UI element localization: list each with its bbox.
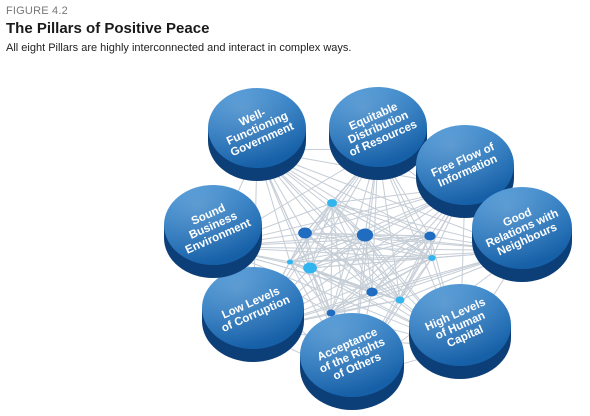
network-node xyxy=(428,255,436,261)
network-node xyxy=(326,309,336,317)
network-line xyxy=(330,257,433,314)
pillar-disc-highlight xyxy=(416,125,514,205)
pillar-well-functioning-government: Well-FunctioningGovernment xyxy=(208,88,306,181)
pillar-disc-highlight xyxy=(208,88,306,168)
pillar-equitable-distribution-of-resources: EquitableDistributionof Resources xyxy=(329,87,427,180)
pillar-disc-highlight xyxy=(300,313,404,397)
network-line xyxy=(330,299,401,314)
pillar-disc-highlight xyxy=(472,187,572,269)
network-node xyxy=(395,296,405,304)
network-line xyxy=(304,232,401,301)
pillar-low-levels-of-corruption: Low Levelsof Corruption xyxy=(202,267,304,362)
pillar-disc-highlight xyxy=(409,284,511,366)
network-line xyxy=(331,202,401,301)
pillar-discs: Well-FunctioningGovernmentEquitableDistr… xyxy=(164,87,572,410)
network-node xyxy=(303,262,317,274)
network-nodes xyxy=(286,199,436,317)
network-line xyxy=(304,232,373,293)
network-line xyxy=(331,202,433,259)
network-line xyxy=(330,234,366,314)
network-node xyxy=(424,231,436,241)
network-line xyxy=(304,232,332,314)
network-line xyxy=(330,202,333,314)
network-line xyxy=(304,232,311,269)
pillar-disc-highlight xyxy=(329,87,427,167)
network-line xyxy=(309,234,366,269)
network-node xyxy=(298,227,312,239)
network-line xyxy=(331,202,431,237)
network-line xyxy=(289,257,433,263)
network-node xyxy=(356,228,374,242)
network-line xyxy=(309,235,431,269)
network-line xyxy=(399,257,433,301)
network-line xyxy=(331,202,373,293)
network-node xyxy=(327,199,337,207)
network-line xyxy=(304,202,333,234)
network-line xyxy=(371,235,431,293)
pillar-good-relations-with-neighbours: GoodRelations withNeighbours xyxy=(472,187,572,282)
network-line xyxy=(309,257,433,269)
pillar-sound-business-environment: SoundBusinessEnvironment xyxy=(164,185,262,278)
figure-label: FIGURE 4.2 xyxy=(6,5,68,17)
pillar-acceptance-of-the-rights-of-others: Acceptanceof the Rightsof Others xyxy=(300,313,404,410)
pillar-free-flow-of-information: Free Flow ofInformation xyxy=(416,125,514,218)
network-line xyxy=(309,267,332,314)
network-line xyxy=(331,202,366,236)
network-line xyxy=(309,202,333,269)
pillar-disc-highlight xyxy=(164,185,262,265)
figure-subtitle: All eight Pillars are highly interconnec… xyxy=(6,42,352,54)
network-line xyxy=(330,235,431,314)
network-line xyxy=(212,246,523,252)
network-line xyxy=(289,261,332,314)
network-node xyxy=(366,287,378,297)
figure-title: The Pillars of Positive Peace xyxy=(6,20,210,37)
pillar-label: High Levelsof HumanCapital xyxy=(424,296,498,355)
network-line xyxy=(364,234,433,259)
pillar-high-levels-of-human-capital: High Levelsof HumanCapital xyxy=(409,284,511,379)
network-node xyxy=(286,259,294,265)
pillar-disc-highlight xyxy=(202,267,304,349)
figure-header: FIGURE 4.2 The Pillars of Positive Peace… xyxy=(6,4,586,56)
